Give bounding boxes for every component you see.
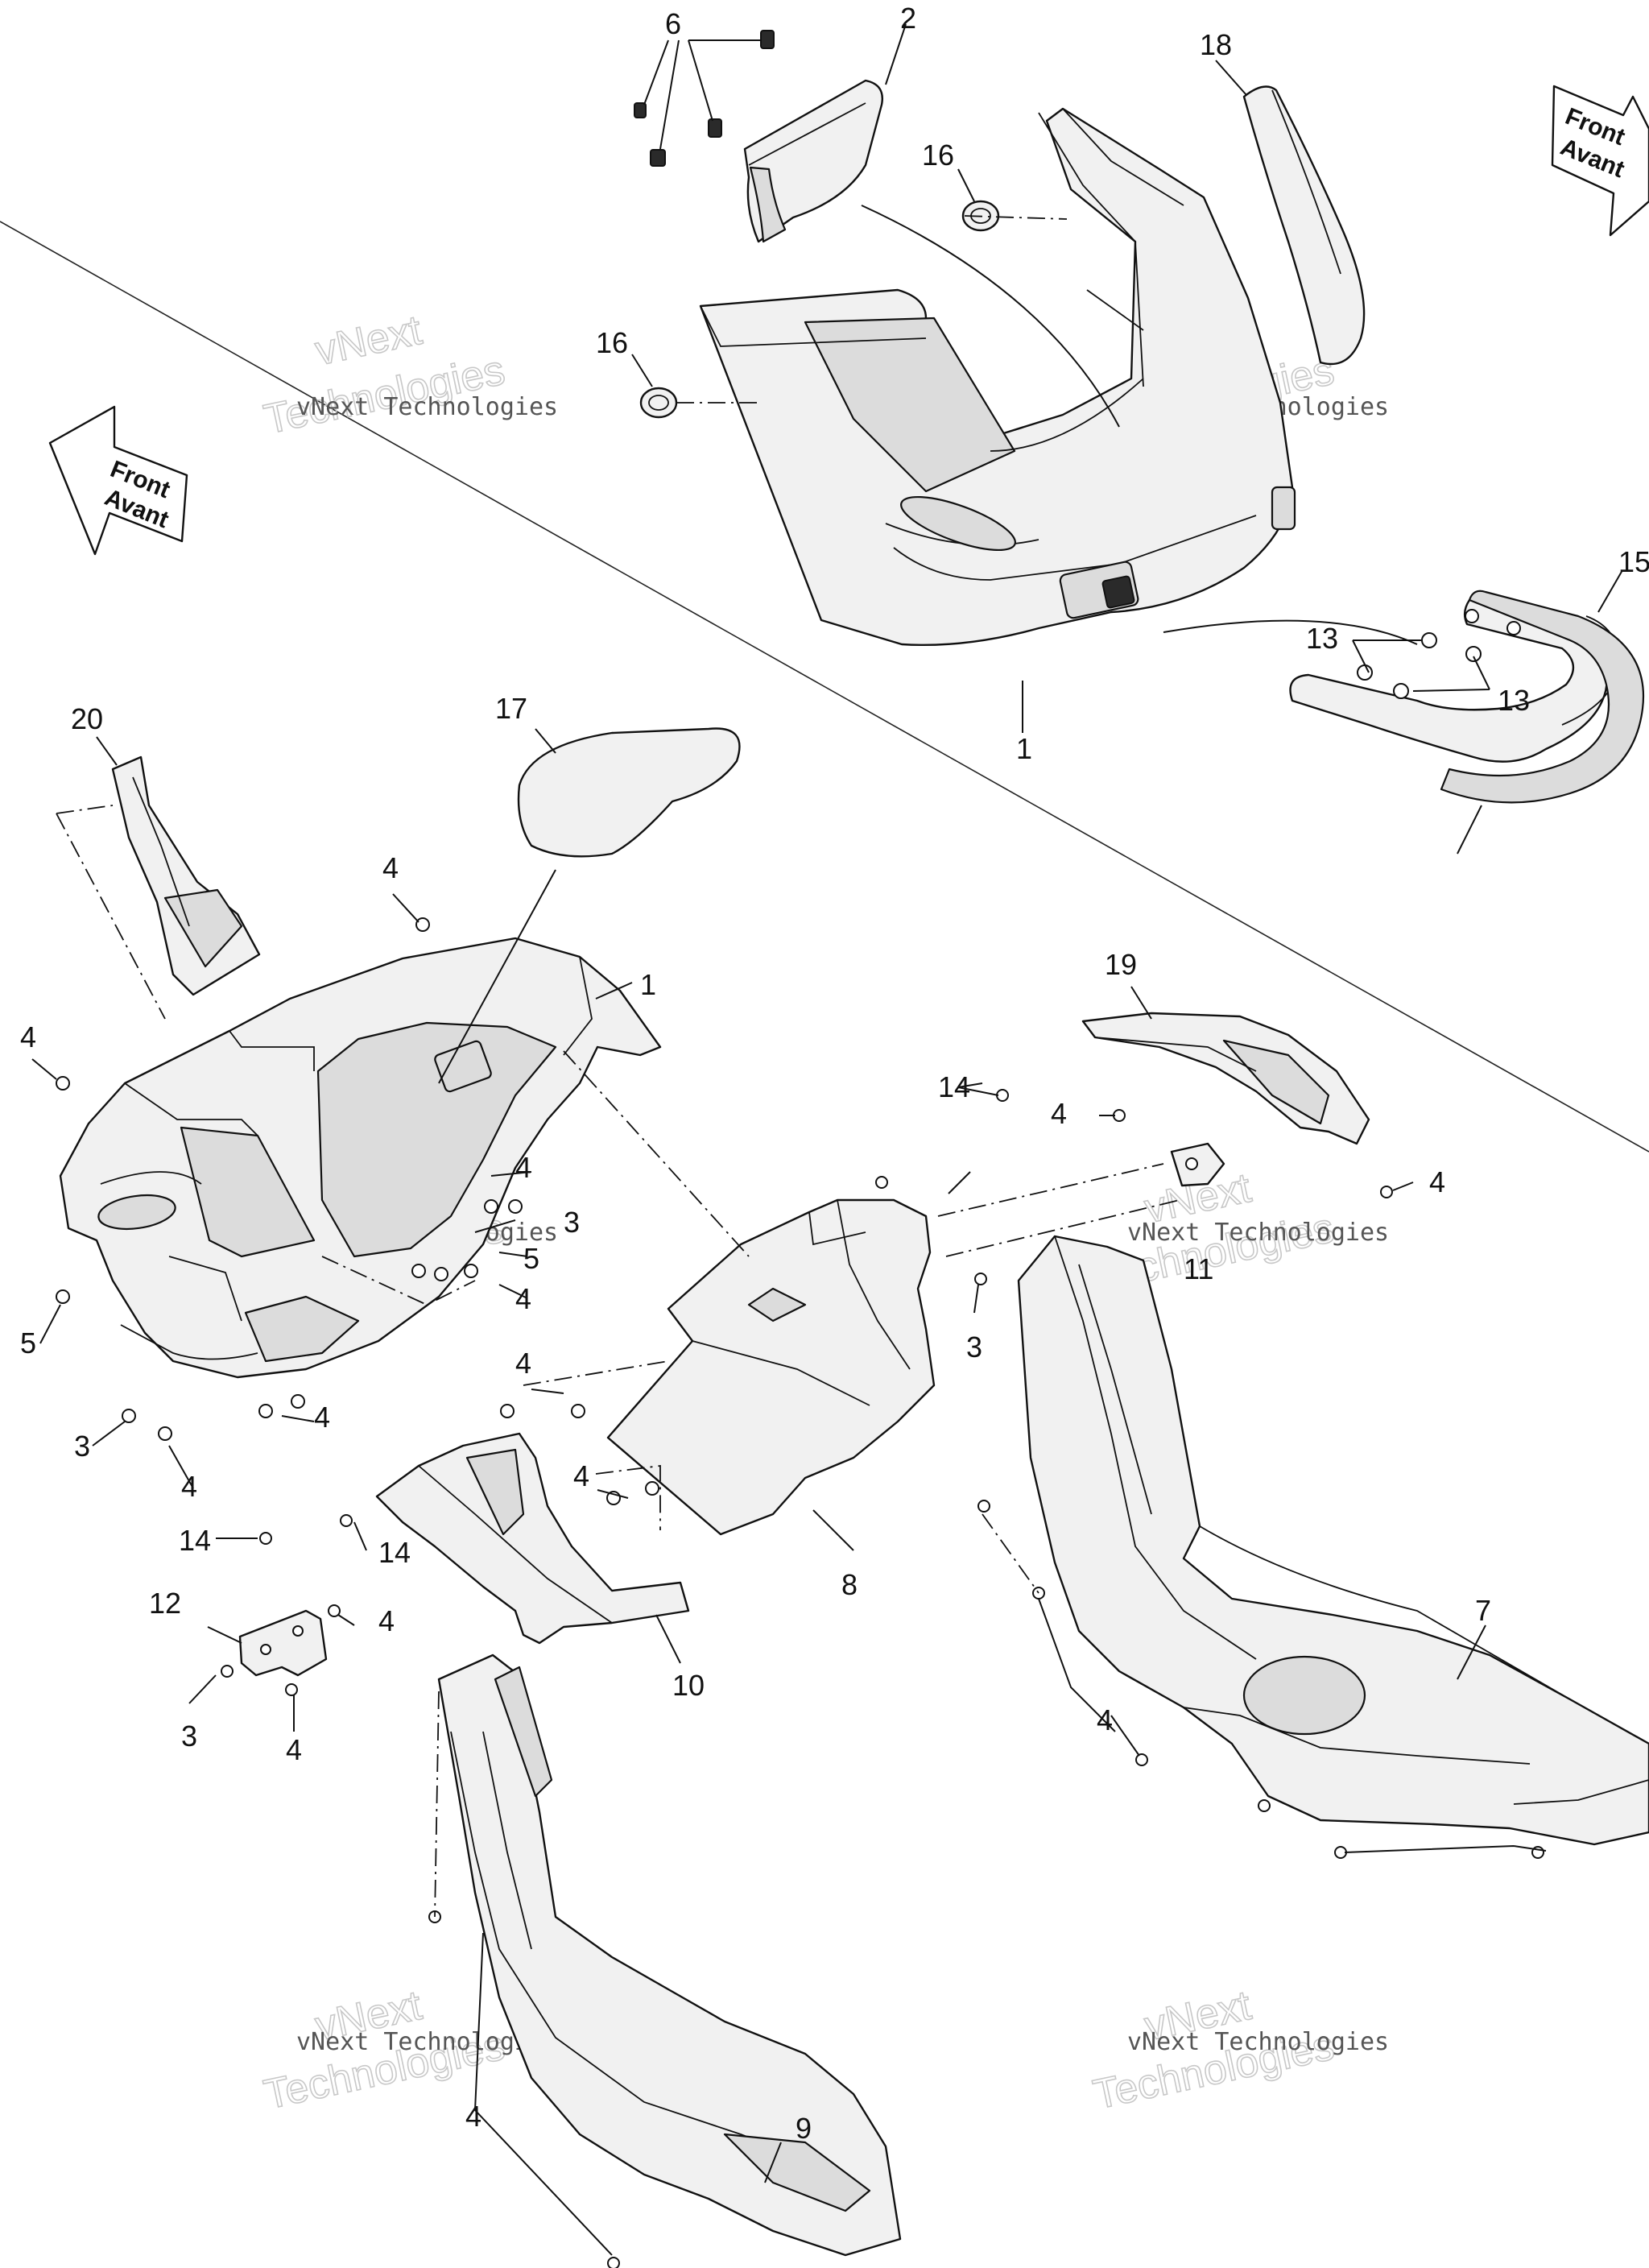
callout-16-lower: 16 <box>596 326 628 359</box>
callout-4: 4 <box>515 1347 531 1380</box>
callout-4: 4 <box>1097 1703 1113 1736</box>
part-13-bolts <box>1357 632 1482 699</box>
callout-4: 4 <box>515 1282 531 1315</box>
callout-2: 2 <box>900 2 916 35</box>
callout-16-upper: 16 <box>922 139 954 172</box>
callout-14: 14 <box>938 1070 970 1103</box>
callout-12: 12 <box>149 1587 181 1620</box>
front-arrow-right: Front Avant <box>1551 85 1649 237</box>
callout-3: 3 <box>181 1720 197 1753</box>
part-18-pad <box>1242 85 1366 366</box>
alignment-lines <box>56 215 1180 1918</box>
part-12-bracket <box>238 1609 328 1677</box>
part-11-bracket <box>1170 1142 1225 1187</box>
part-17-pad <box>517 727 741 858</box>
callout-numbers: 1 1 2 3 3 3 3 4 4 4 4 4 4 4 4 4 4 4 4 4 … <box>20 2 1649 2145</box>
watermark-line1: vNext <box>312 307 427 375</box>
part-19-bracket <box>1081 1012 1370 1145</box>
part-1-lower-fairing <box>59 937 662 1379</box>
front-arrow-left: Front Avant <box>48 405 188 556</box>
callout-4: 4 <box>181 1470 197 1503</box>
callout-3: 3 <box>74 1430 90 1463</box>
callout-17: 17 <box>495 692 527 725</box>
part-15-handle <box>1289 590 1645 804</box>
part-20-bracket <box>111 755 261 996</box>
part-10-panel <box>375 1432 690 1645</box>
part-1-upper-housing <box>699 107 1296 647</box>
callout-5: 5 <box>523 1242 539 1275</box>
part-2-panel <box>743 79 883 243</box>
callout-6: 6 <box>665 7 681 40</box>
callout-4: 4 <box>286 1733 302 1766</box>
leader-lines <box>31 23 1623 2256</box>
watermark-caption: vNext Technologies <box>1127 2028 1389 2056</box>
callout-4: 4 <box>382 851 399 884</box>
callout-4: 4 <box>1051 1097 1067 1130</box>
callout-14: 14 <box>378 1536 411 1569</box>
section-divider-line <box>0 221 1649 1153</box>
part-8-console <box>606 1198 936 1536</box>
callout-11: 11 <box>1184 1252 1213 1285</box>
part-9-lower-panel <box>437 1653 902 2257</box>
callout-13: 13 <box>1306 622 1338 655</box>
callout-8: 8 <box>841 1568 858 1601</box>
watermark-caption: vNext Technologies <box>296 393 558 421</box>
callout-4: 4 <box>573 1459 589 1492</box>
callout-10: 10 <box>672 1669 705 1702</box>
callout-1-upper: 1 <box>1016 732 1032 765</box>
callout-13: 13 <box>1498 684 1530 717</box>
part-16-grommet-lower <box>639 387 678 419</box>
fasteners <box>56 917 1544 2268</box>
callout-4: 4 <box>378 1604 395 1637</box>
watermark-caption: vNext Technologies <box>1127 1219 1389 1247</box>
callout-3: 3 <box>564 1206 580 1239</box>
callout-5: 5 <box>20 1326 36 1360</box>
callout-4: 4 <box>314 1401 330 1434</box>
callout-4: 4 <box>1429 1165 1445 1198</box>
callout-14: 14 <box>179 1524 211 1557</box>
callout-3: 3 <box>966 1331 982 1364</box>
callout-4: 4 <box>465 2100 481 2133</box>
callout-18: 18 <box>1200 28 1232 61</box>
callout-19: 19 <box>1105 948 1137 981</box>
callout-1-lower: 1 <box>640 968 656 1001</box>
part-7-floor-panel <box>1017 1235 1649 1846</box>
callout-15: 15 <box>1618 545 1649 578</box>
callout-20: 20 <box>71 702 103 735</box>
callout-4: 4 <box>515 1151 531 1184</box>
callout-4: 4 <box>20 1020 36 1053</box>
callout-9: 9 <box>796 2112 812 2145</box>
callout-7: 7 <box>1475 1594 1491 1627</box>
